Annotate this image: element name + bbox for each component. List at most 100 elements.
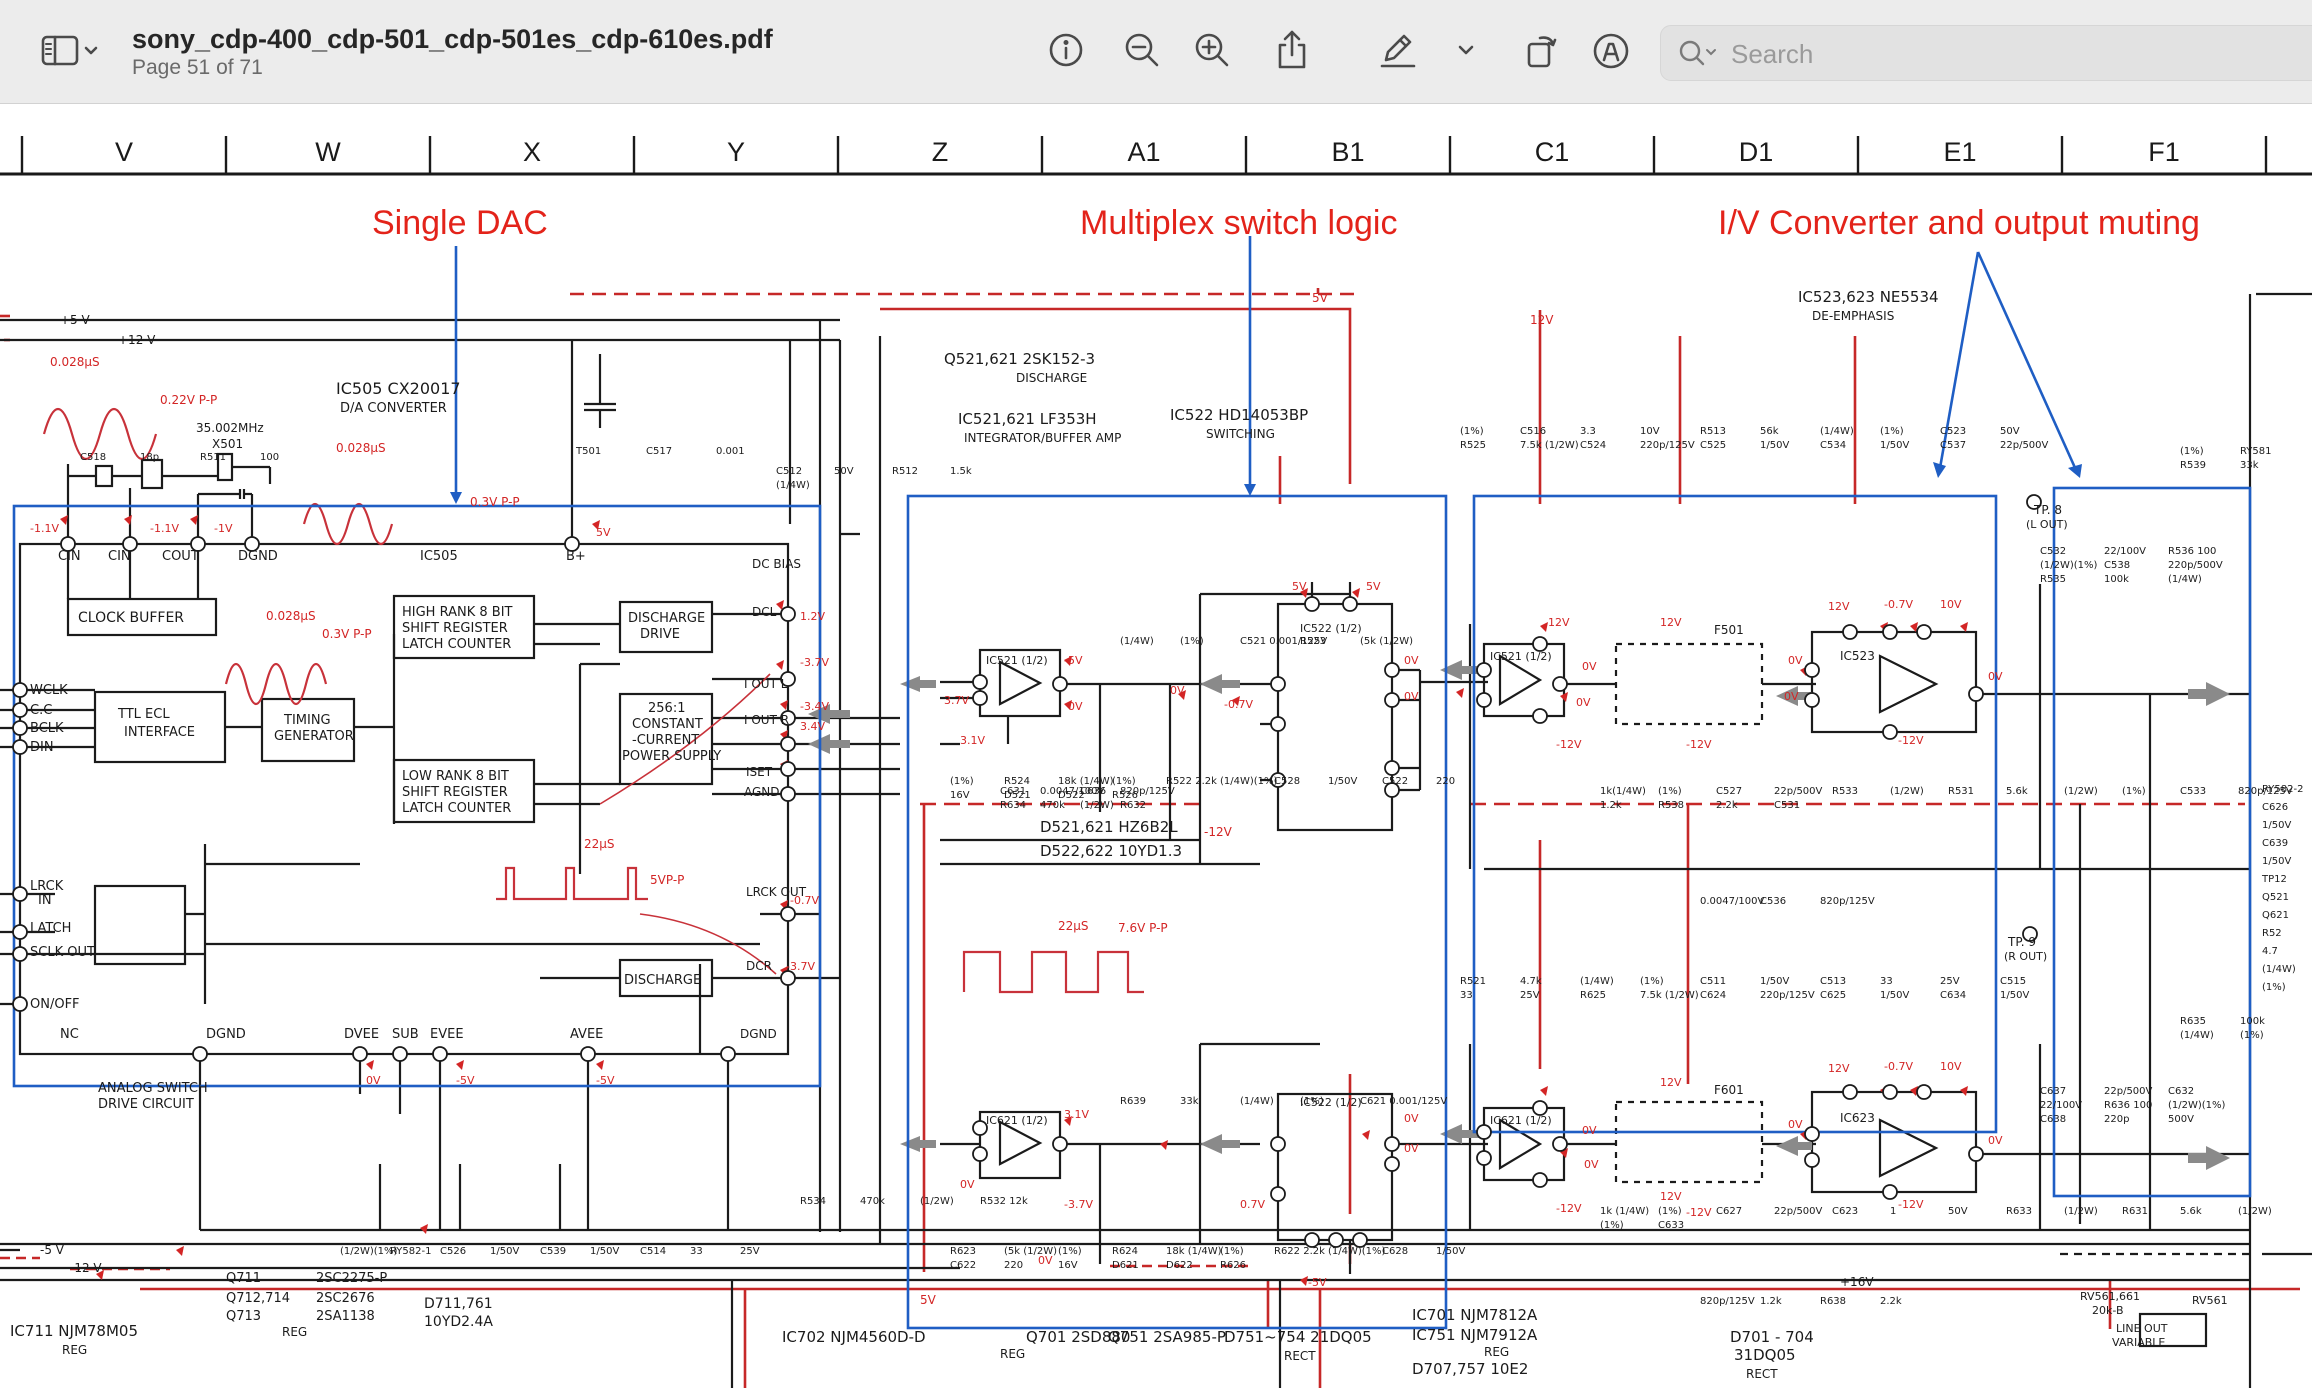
component-label: (1%) bbox=[1058, 1246, 1082, 1257]
voltage-label: 10V bbox=[1940, 598, 1962, 611]
pin-label-left: IN bbox=[38, 893, 52, 908]
pin-label-left: DIN bbox=[30, 740, 54, 755]
voltage-label: -1.1V bbox=[30, 522, 59, 535]
info-button[interactable] bbox=[1044, 28, 1088, 72]
markup-button[interactable] bbox=[1374, 28, 1422, 72]
component-label: 220p bbox=[2104, 1114, 2129, 1125]
pin-label-bottom: DGND bbox=[206, 1027, 246, 1042]
pin-circle bbox=[1384, 782, 1400, 798]
pin-circle bbox=[12, 739, 28, 755]
markup-circle-button[interactable] bbox=[1588, 28, 1634, 74]
component-label: C534 bbox=[1820, 440, 1846, 451]
ic522-half-b: IC522 (1/2) bbox=[1300, 1096, 1362, 1109]
component-label: C628 bbox=[1382, 1246, 1408, 1257]
component-label: 25V bbox=[1940, 976, 1960, 987]
pin-circle bbox=[2026, 494, 2042, 510]
pin-circle bbox=[12, 702, 28, 718]
rotate-button[interactable] bbox=[1518, 28, 1562, 72]
component-label: R536 100 bbox=[2168, 546, 2216, 557]
tp8-l1: TP. 8 bbox=[2033, 503, 2062, 517]
pin-circle bbox=[1804, 1152, 1820, 1168]
pin-circle bbox=[1270, 1136, 1286, 1152]
markup-menu-button[interactable] bbox=[1452, 36, 1480, 64]
voltage-marker bbox=[1064, 1116, 1072, 1126]
component-label: (1/2W) bbox=[2064, 786, 2098, 797]
voltage-label: 12V bbox=[1828, 1062, 1850, 1075]
component-label: 220p/500V bbox=[2168, 560, 2223, 571]
sidebar-toggle-button[interactable] bbox=[32, 28, 106, 72]
component-label: 220p/125V bbox=[1760, 990, 1815, 1001]
page-indicator: Page 51 of 71 bbox=[132, 56, 263, 79]
voltage-marker bbox=[124, 515, 132, 525]
search-box[interactable] bbox=[1660, 25, 2312, 81]
zoom-in-button[interactable] bbox=[1190, 28, 1234, 72]
component-label: C516 bbox=[1520, 426, 1546, 437]
voltage-label: -3.7V bbox=[786, 960, 815, 973]
pin-label-right: I OUT R bbox=[744, 713, 789, 727]
pin-label-right: LRCK OUT bbox=[746, 885, 807, 899]
voltage-label: -12V bbox=[1686, 1206, 1712, 1219]
pin-circle bbox=[12, 720, 28, 736]
pin-label-top: B+ bbox=[566, 549, 586, 564]
rail-label: -12V bbox=[1204, 825, 1233, 839]
markup-circle-icon bbox=[1593, 33, 1629, 69]
bottom-row-label: REG bbox=[1000, 1347, 1025, 1361]
component-label: 33k bbox=[2240, 460, 2259, 471]
component-label: 3.3 bbox=[1580, 426, 1596, 437]
pin-circle bbox=[780, 606, 796, 622]
pin-circle bbox=[1968, 686, 1984, 702]
component-label: C621 0.001/125V bbox=[1360, 1096, 1447, 1107]
bottom-row-label: IC702 NJM4560D-D bbox=[782, 1328, 926, 1346]
bottom-row-label: 31DQ05 bbox=[1734, 1346, 1796, 1364]
component-label: R631 bbox=[2122, 1206, 2148, 1217]
component-label: 50V bbox=[1948, 1206, 1968, 1217]
component-label: 50V bbox=[2000, 426, 2020, 437]
pin-circle bbox=[780, 786, 796, 802]
pin-circle bbox=[972, 1146, 988, 1162]
component-label: 220 bbox=[1004, 1260, 1023, 1271]
component-label: R533 bbox=[1832, 786, 1858, 797]
component-label: T501 bbox=[575, 446, 601, 457]
component-label: (1%) bbox=[2262, 982, 2286, 993]
component-label: 0.0047/100V bbox=[1700, 896, 1764, 907]
pin-circle bbox=[352, 1046, 368, 1062]
pin-circle bbox=[1532, 1172, 1548, 1188]
pin-circle bbox=[1384, 662, 1400, 678]
component-label: 100k bbox=[2240, 1016, 2265, 1027]
chevron-down-icon bbox=[1458, 45, 1474, 55]
search-input[interactable] bbox=[1729, 35, 2293, 73]
component-label: C639 bbox=[2262, 838, 2288, 849]
waveform-label: 22μS bbox=[1058, 919, 1089, 933]
voltage-marker bbox=[1352, 588, 1360, 598]
voltage-marker bbox=[420, 1224, 428, 1234]
component-label: C528 bbox=[1274, 776, 1300, 787]
component-label: (1/4W) bbox=[2262, 964, 2296, 975]
ic521-half-iv: IC521 (1/2) bbox=[1490, 650, 1552, 663]
voltage-marker bbox=[776, 660, 784, 670]
pin-circle bbox=[580, 1046, 596, 1062]
waveform-label: 22μS bbox=[584, 837, 615, 851]
voltage-label: -3.4V bbox=[800, 700, 829, 713]
pin-circle bbox=[780, 710, 796, 726]
component-label: C631 bbox=[1000, 786, 1026, 797]
share-button[interactable] bbox=[1270, 26, 1314, 74]
component-label: 22p/500V bbox=[1774, 1206, 1823, 1217]
pin-circle bbox=[1342, 596, 1358, 612]
component-label: (1/2W) bbox=[1080, 800, 1114, 811]
component-label: C622 bbox=[950, 1260, 976, 1271]
component-label: (1%) bbox=[1658, 1206, 1682, 1217]
pin-circle bbox=[1532, 636, 1548, 652]
zoom-out-button[interactable] bbox=[1120, 28, 1164, 72]
pin-circle bbox=[1384, 760, 1400, 776]
component-label: R521 bbox=[1460, 976, 1486, 987]
pin-label-top: DGND bbox=[238, 549, 278, 564]
component-label: (1/2W) bbox=[2238, 1206, 2272, 1217]
voltage-label: -12V bbox=[1556, 738, 1582, 751]
voltage-marker bbox=[456, 1060, 464, 1070]
pin-circle bbox=[1352, 1232, 1368, 1248]
voltage-marker bbox=[1362, 1130, 1370, 1140]
component-label: (1/4W) bbox=[1580, 976, 1614, 987]
waveform-label: 35.002MHz bbox=[196, 421, 264, 435]
annotation-boxes bbox=[12, 236, 2252, 1330]
